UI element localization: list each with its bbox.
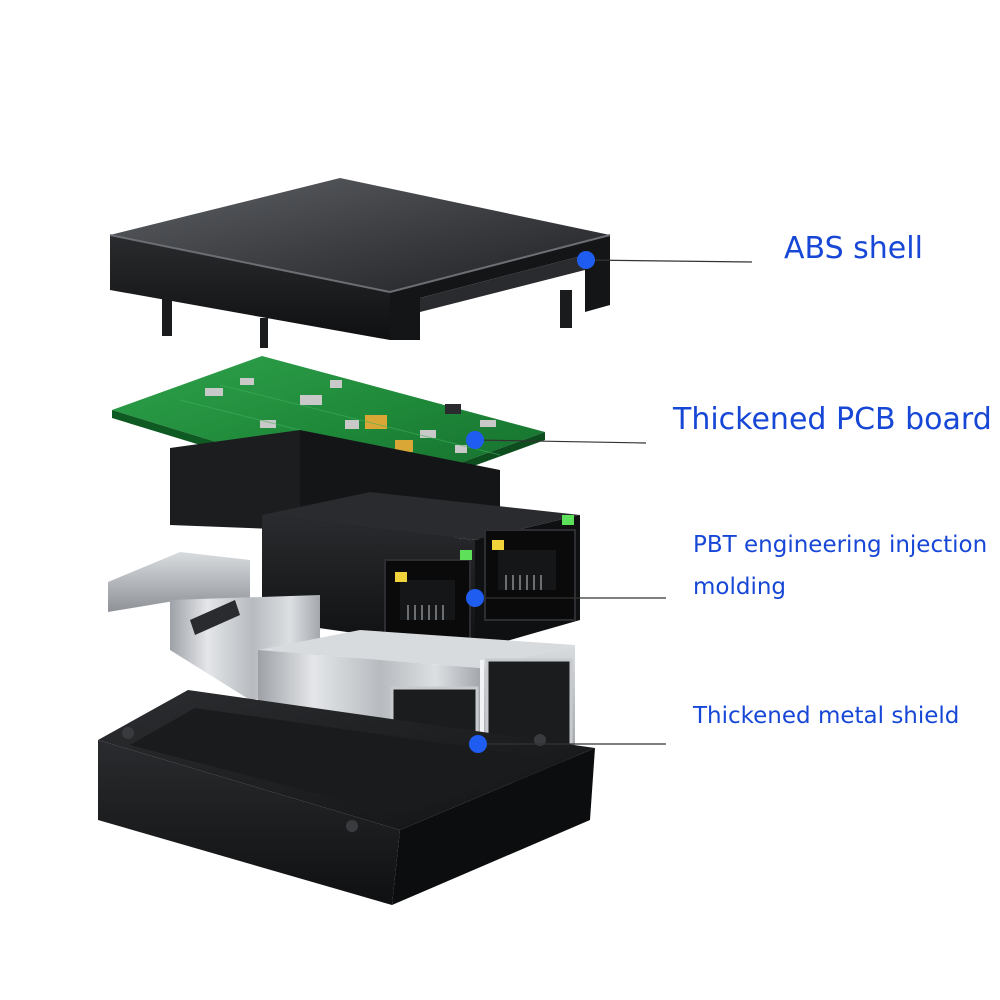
led-yellow-icon [395,572,407,582]
chip-icon [445,404,461,414]
marker-dot-icon [469,735,487,753]
pbt-molding-label-line1: PBT engineering injection [693,532,988,558]
pbt-molding-label-line2: molding [693,574,787,600]
marker-dot-icon [466,431,484,449]
capacitor-icon [395,440,413,452]
callout-metal-leader [469,735,666,753]
callout-pcb-leader [466,431,647,449]
rj45-port-right [484,515,576,621]
marker-dot-icon [466,589,484,607]
pcb-board-label: Thickened PCB board [673,402,992,437]
led-yellow-icon [492,540,504,550]
led-green-icon [460,550,472,560]
pbt-housing [170,430,580,650]
metal-shield-label: Thickened metal shield [693,703,960,729]
rj45-port-left [384,550,472,646]
callout-abs-leader [577,251,753,269]
abs-shell [109,178,611,348]
abs-shell-label: ABS shell [784,231,923,266]
callout-pbt-leader [466,589,666,607]
led-green-icon [562,515,574,525]
pbt-molding-label: PBT engineering injection molding [693,524,987,608]
marker-dot-icon [577,251,595,269]
bottom-tray [98,690,595,905]
